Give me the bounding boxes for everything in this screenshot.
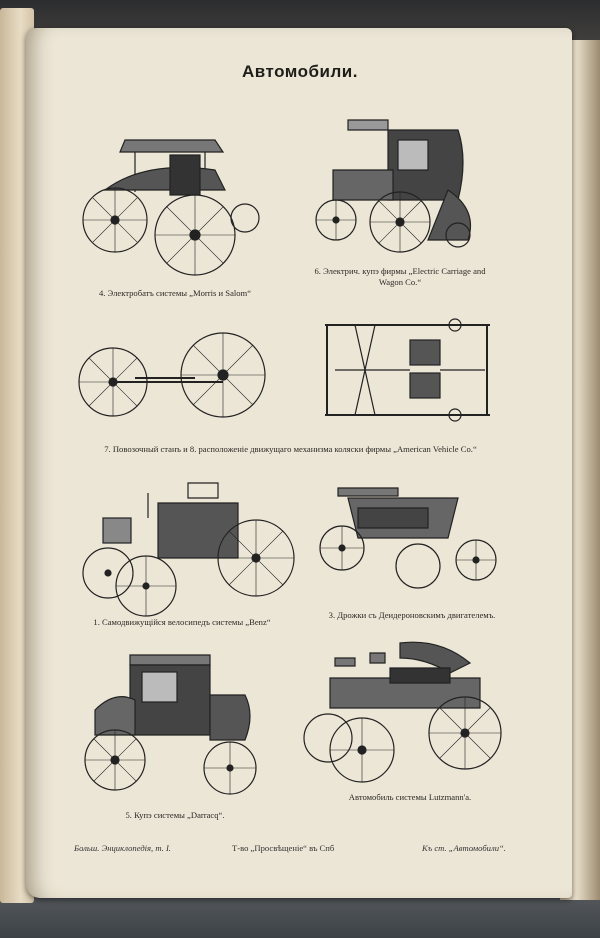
book-page <box>26 28 572 898</box>
caption-electrobat: 4. Электробатъ системы „Morris и Salom“ <box>98 288 252 298</box>
caption-electric-coupe-line1: 6. Электрич. купэ фирмы „Electric Carria… <box>314 266 486 276</box>
caption-lutzmann: Автомобиль системы Lutzmann'а. <box>348 792 472 802</box>
illustration-benz-motorwagen <box>78 478 298 618</box>
illustration-lutzmann-car <box>300 638 505 788</box>
illustration-electric-coupe <box>308 110 498 260</box>
footer-left: Больш. Энциклопедія, т. I. <box>74 843 171 853</box>
footer-center: Т-во „Просвѣщеніе“ въ Спб <box>232 843 335 853</box>
caption-daimler-drozhki: 3. Дрожки съ Деидероновскимъ двигателемъ… <box>328 610 496 620</box>
page-title: Автомобили. <box>242 62 358 81</box>
illustration-chassis <box>75 330 270 425</box>
illustration-daimler-drozhki <box>318 478 500 608</box>
illustration-darracq-coupe <box>80 650 270 800</box>
caption-electric-coupe-line2: Wagon Co.“ <box>378 277 422 287</box>
illustration-drive-mechanism <box>315 315 500 425</box>
caption-chassis-and-mechanism: 7. Повозочный станъ и 8. расположеніе дв… <box>104 444 477 454</box>
illustration-electrobat <box>75 100 265 280</box>
caption-darracq: 5. Купэ системы „Darracq“. <box>125 810 225 820</box>
footer-right: Къ ст. „Автомобили“. <box>422 843 506 853</box>
caption-benz: 1. Самодвижущійся велосипедъ системы „Be… <box>93 617 271 627</box>
